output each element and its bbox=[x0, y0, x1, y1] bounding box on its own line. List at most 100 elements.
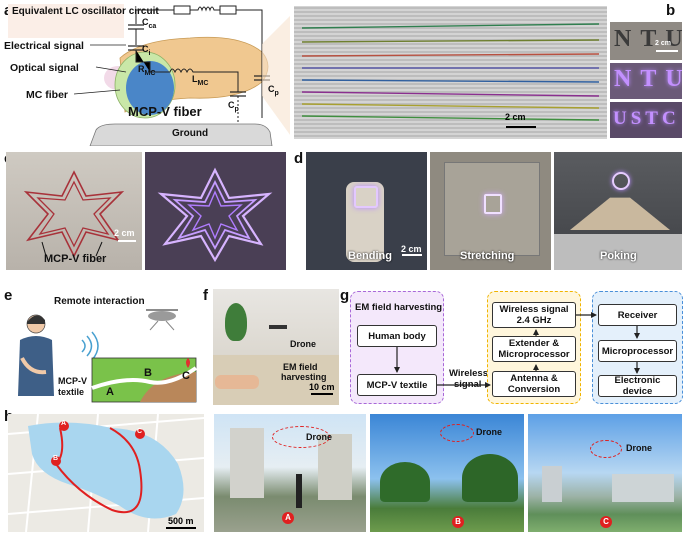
drone-circle-1 bbox=[272, 426, 330, 448]
star-pattern-off bbox=[23, 170, 125, 258]
letters-photo-2: NTU bbox=[610, 63, 682, 99]
scale-bar-b-label: 2 cm bbox=[655, 40, 671, 47]
label-cp-right: Cp bbox=[268, 84, 279, 97]
scale-bar-f bbox=[311, 393, 333, 395]
wifi-line1: Wireless signal bbox=[499, 304, 569, 315]
photo-location-a: Drone A bbox=[214, 414, 366, 532]
remote-interaction-title: Remote interaction bbox=[54, 296, 145, 307]
scale-bar-d-label: 2 cm bbox=[401, 244, 422, 254]
remote-scene bbox=[18, 309, 198, 403]
group1-title: EM field harvesting bbox=[355, 302, 443, 313]
label-lmc: LMC bbox=[192, 74, 209, 87]
map-marker-b: B bbox=[53, 455, 59, 462]
textile-label-line1: MCP-V bbox=[58, 376, 87, 386]
extender-line2: Microprocessor bbox=[498, 349, 570, 360]
poking-glow-pattern bbox=[612, 172, 630, 190]
map-point-a: A bbox=[106, 386, 114, 398]
antenna-line2: Conversion bbox=[507, 384, 561, 395]
label-cca: Cca bbox=[142, 17, 157, 30]
letters-row-1: NTU bbox=[614, 26, 682, 52]
palm-tree-1 bbox=[380, 462, 430, 502]
scale-bar-c-label: 2 cm bbox=[114, 228, 135, 238]
building-a bbox=[230, 428, 264, 498]
textile-label-line2: textile bbox=[58, 387, 85, 397]
antenna-line1: Antenna & bbox=[510, 373, 558, 384]
em-field-line1: EM field bbox=[283, 362, 318, 372]
panel-label-d: d bbox=[294, 150, 304, 167]
bending-label: Bending bbox=[348, 250, 392, 262]
box-human-body: Human body bbox=[357, 325, 437, 347]
plant bbox=[225, 303, 247, 341]
bending-photo: Bending 2 cm bbox=[306, 152, 427, 270]
letters-photo-3: USTC bbox=[610, 102, 682, 138]
scale-bar-a bbox=[506, 126, 536, 128]
drone-circle-3 bbox=[590, 440, 622, 458]
drone-circle-2 bbox=[440, 424, 474, 442]
box-antenna: Antenna & Conversion bbox=[492, 371, 576, 397]
optical-signal-label: Optical signal bbox=[10, 62, 79, 74]
bending-glow-pattern bbox=[354, 186, 378, 208]
location-badge-c: C bbox=[600, 516, 612, 528]
circuit-title-box bbox=[8, 4, 124, 38]
drone-label-h3: Drone bbox=[626, 443, 653, 453]
drone-label-h2: Drone bbox=[476, 427, 503, 437]
stretching-fabric bbox=[444, 162, 540, 256]
scale-bar-d bbox=[402, 254, 422, 256]
wireless-label-line1: Wireless bbox=[449, 368, 488, 379]
panel-label-g: g bbox=[340, 287, 350, 304]
textile-photo: 2 cm bbox=[294, 6, 607, 139]
poking-photo: Poking bbox=[554, 152, 682, 270]
building-d bbox=[542, 466, 562, 502]
poking-fabric bbox=[570, 197, 670, 230]
route-map: A B C 500 m bbox=[8, 414, 204, 532]
photo-location-c: Drone C bbox=[528, 414, 682, 532]
textile-fiber-lines bbox=[301, 23, 600, 121]
ground-label: Ground bbox=[172, 128, 209, 139]
hand bbox=[215, 375, 259, 389]
map-marker-c: C bbox=[137, 428, 143, 435]
wifi-line2: 2.4 GHz bbox=[516, 315, 552, 326]
photo-location-b: Drone B bbox=[370, 414, 524, 532]
mc-fiber-label: MC fiber bbox=[26, 89, 68, 101]
poking-label: Poking bbox=[600, 250, 637, 262]
letters-photo-1: NTU 2 cm bbox=[610, 22, 682, 60]
embroidery-photo-off: MCP-V fiber 2 cm bbox=[6, 152, 142, 270]
panel-label-f: f bbox=[203, 287, 208, 304]
building-c bbox=[612, 474, 674, 502]
drone-label-f: Drone bbox=[290, 339, 317, 349]
map-point-c: C bbox=[182, 370, 190, 382]
palm-tree-2 bbox=[462, 454, 518, 502]
electrical-signal-label: Electrical signal bbox=[4, 40, 84, 52]
mcp-v-fiber-label: MCP-V fiber bbox=[44, 253, 107, 265]
map-scale-label: 500 m bbox=[168, 516, 194, 526]
scale-bar-b bbox=[656, 50, 678, 52]
stretching-label: Stretching bbox=[460, 250, 515, 262]
location-badge-a: A bbox=[282, 512, 294, 524]
scale-bar-f-label: 10 cm bbox=[309, 382, 335, 392]
map-point-b: B bbox=[144, 367, 152, 379]
letters-row-2: NTU bbox=[614, 66, 682, 92]
letters-row-3: USTC bbox=[613, 108, 680, 129]
diagram-arrows bbox=[394, 312, 640, 388]
em-field-line2: harvesting bbox=[281, 372, 327, 382]
box-mcp-textile: MCP-V textile bbox=[357, 374, 437, 396]
scale-bar-a-label: 2 cm bbox=[505, 112, 526, 122]
person-figure bbox=[296, 474, 302, 508]
panel-label-e: e bbox=[4, 287, 13, 304]
map-marker-a: A bbox=[61, 420, 67, 427]
panel-e-remote: Remote interaction MCP-V textile A B C bbox=[0, 288, 200, 406]
drone-small bbox=[269, 325, 287, 329]
panel-label-b: b bbox=[666, 2, 676, 19]
embroidery-photo-on bbox=[145, 152, 286, 270]
extender-line1: Extender & bbox=[508, 338, 560, 349]
stretching-photo: Stretching bbox=[430, 152, 551, 270]
location-badge-b: B bbox=[452, 516, 464, 528]
poking-stage bbox=[554, 234, 682, 270]
box-microprocessor: Microprocessor bbox=[598, 340, 677, 362]
panel-a-schematic: Equivalent LC oscillator circuit bbox=[0, 0, 290, 146]
circuit-title: Equivalent LC oscillator circuit bbox=[12, 6, 159, 17]
circuit-drawing bbox=[73, 5, 290, 146]
drone-label-h1: Drone bbox=[306, 432, 333, 442]
stretching-glow-pattern bbox=[484, 194, 502, 214]
scale-bar-c bbox=[118, 240, 136, 242]
